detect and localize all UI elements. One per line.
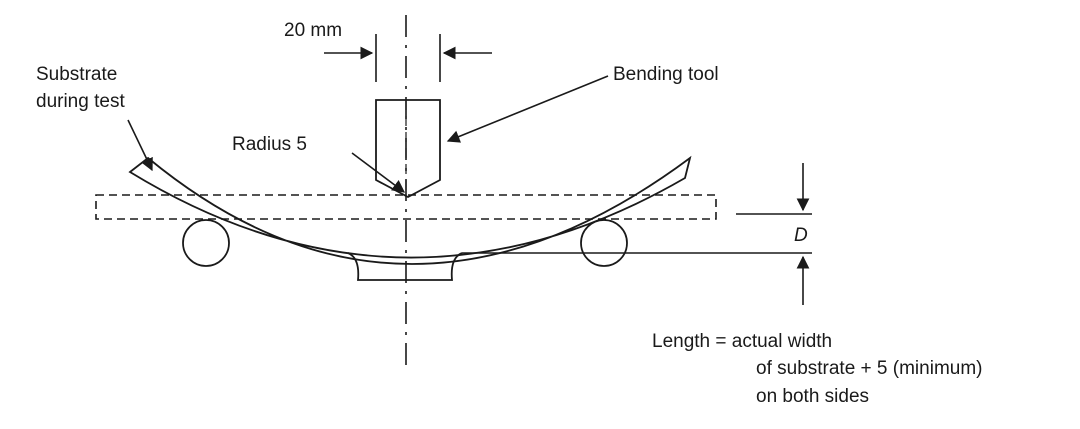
radius-label: Radius 5 [232,134,307,155]
bending-tool [375,99,441,199]
left-support-roller [182,219,230,267]
length-note-line3: on both sides [756,386,869,407]
lower-support-block [347,252,463,281]
length-note-line2: of substrate + 5 (minimum) [756,358,983,379]
length-note-line1: Length = actual width [652,331,832,352]
bending-tool-label: Bending tool [613,64,719,85]
right-support-roller [580,219,628,267]
deflection-label: D [794,225,808,246]
substrate-label-line1: Substrate [36,64,117,85]
radius-leader [351,152,406,193]
substrate-leader [127,119,153,172]
substrate-label-line2: during test [36,91,125,112]
bending-tool-leader [446,75,609,143]
substrate-original-outline [95,194,717,220]
width-dimension-label: 20 mm [284,20,342,41]
substrate-during-test [128,155,692,265]
